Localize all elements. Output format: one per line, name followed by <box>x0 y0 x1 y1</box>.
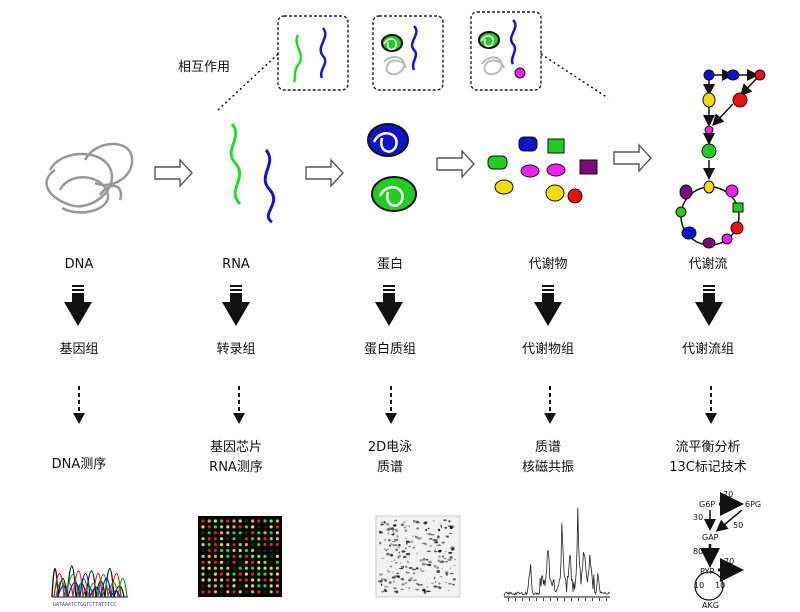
method-label-flux-2: 13C标记技术 <box>669 460 747 475</box>
microarray-image <box>198 516 282 597</box>
2d-gel-image <box>375 515 461 598</box>
interaction-box-protein <box>372 15 444 91</box>
outline-arrow-4 <box>613 143 652 173</box>
nmr-spectrum <box>503 507 610 601</box>
method-label-flux-1: 流平衡分析 <box>675 440 741 455</box>
omics-label-fluxome: 代谢流组 <box>681 342 734 357</box>
interaction-label: 相互作用 <box>178 60 231 75</box>
dashed-arrow-1 <box>73 386 85 424</box>
block-arrows <box>64 285 723 326</box>
method-label-metabolite-1: 质谱 <box>534 440 561 455</box>
block-arrow-2 <box>222 285 250 326</box>
rna-strands-illustration <box>229 123 276 224</box>
method-label-protein-1: 2D电泳 <box>367 440 413 455</box>
dashed-arrows <box>73 386 717 424</box>
molecule-label-rna: RNA <box>222 257 250 272</box>
flux-node-akg: AKG <box>702 601 719 610</box>
molecule-label-flux: 代谢流 <box>688 257 728 272</box>
flux-value-g6p-6pg: 70 <box>723 490 733 499</box>
outline-arrow-3 <box>436 149 475 179</box>
block-arrow-3 <box>375 285 403 326</box>
dashed-arrow-4 <box>544 386 556 424</box>
dashed-arrow-5 <box>705 386 717 424</box>
interaction-box-metabolite <box>470 11 542 91</box>
protein-blobs-illustration <box>367 123 417 212</box>
zoom-guide-lines <box>217 53 609 111</box>
block-arrow-1 <box>64 285 92 326</box>
flux-map: G6P 6PG GAP PYR AKG 70 30 50 80 70 10 10 <box>693 490 761 610</box>
sequence-letters: GATAAATCTGGTCTTATTTCC <box>53 602 116 608</box>
flux-node-6pg: 6PG <box>745 500 761 509</box>
flux-node-g6p: G6P <box>699 500 715 509</box>
omics-label-genome: 基因组 <box>59 342 99 357</box>
outline-arrow-1 <box>154 158 193 188</box>
sequencing-chromatogram: GATAAATCTGGTCTTATTTCC <box>51 565 128 608</box>
molecule-label-protein: 蛋白 <box>376 257 403 272</box>
method-label-metabolite-2: 核磁共振 <box>521 460 574 475</box>
dna-tangle-illustration <box>45 142 134 214</box>
flux-network-illustration <box>675 69 766 249</box>
omics-label-metabolome: 代谢物组 <box>521 342 574 357</box>
molecule-label-dna: DNA <box>64 257 94 272</box>
interaction-box-rna <box>277 15 349 91</box>
method-label-protein-2: 质谱 <box>376 460 403 475</box>
flux-node-gap: GAP <box>702 533 719 542</box>
dashed-arrow-3 <box>385 386 397 424</box>
method-label-rna-1: 基因芯片 <box>209 440 262 455</box>
flux-value-pyr-out: 70 <box>724 557 734 566</box>
dashed-arrow-2 <box>233 386 245 424</box>
omics-label-transcriptome: 转录组 <box>216 342 256 357</box>
flux-value-cycle-left: 10 <box>694 581 704 590</box>
flux-value-g6p-gap: 30 <box>693 513 703 522</box>
method-label-rna-2: RNA测序 <box>209 460 263 475</box>
block-arrow-5 <box>695 285 723 326</box>
flux-value-gap-pyr: 80 <box>693 547 703 556</box>
outline-arrows <box>154 143 652 188</box>
omics-label-proteome: 蛋白质组 <box>363 342 416 357</box>
flux-value-6pg-gap: 50 <box>733 521 743 530</box>
flux-value-cycle-right: 10 <box>715 581 725 590</box>
outline-arrow-2 <box>305 158 344 188</box>
molecule-label-metabolite: 代谢物 <box>528 257 568 272</box>
metabolites-illustration <box>487 136 598 204</box>
method-label-dna-1: DNA测序 <box>51 457 107 472</box>
block-arrow-4 <box>534 285 562 326</box>
